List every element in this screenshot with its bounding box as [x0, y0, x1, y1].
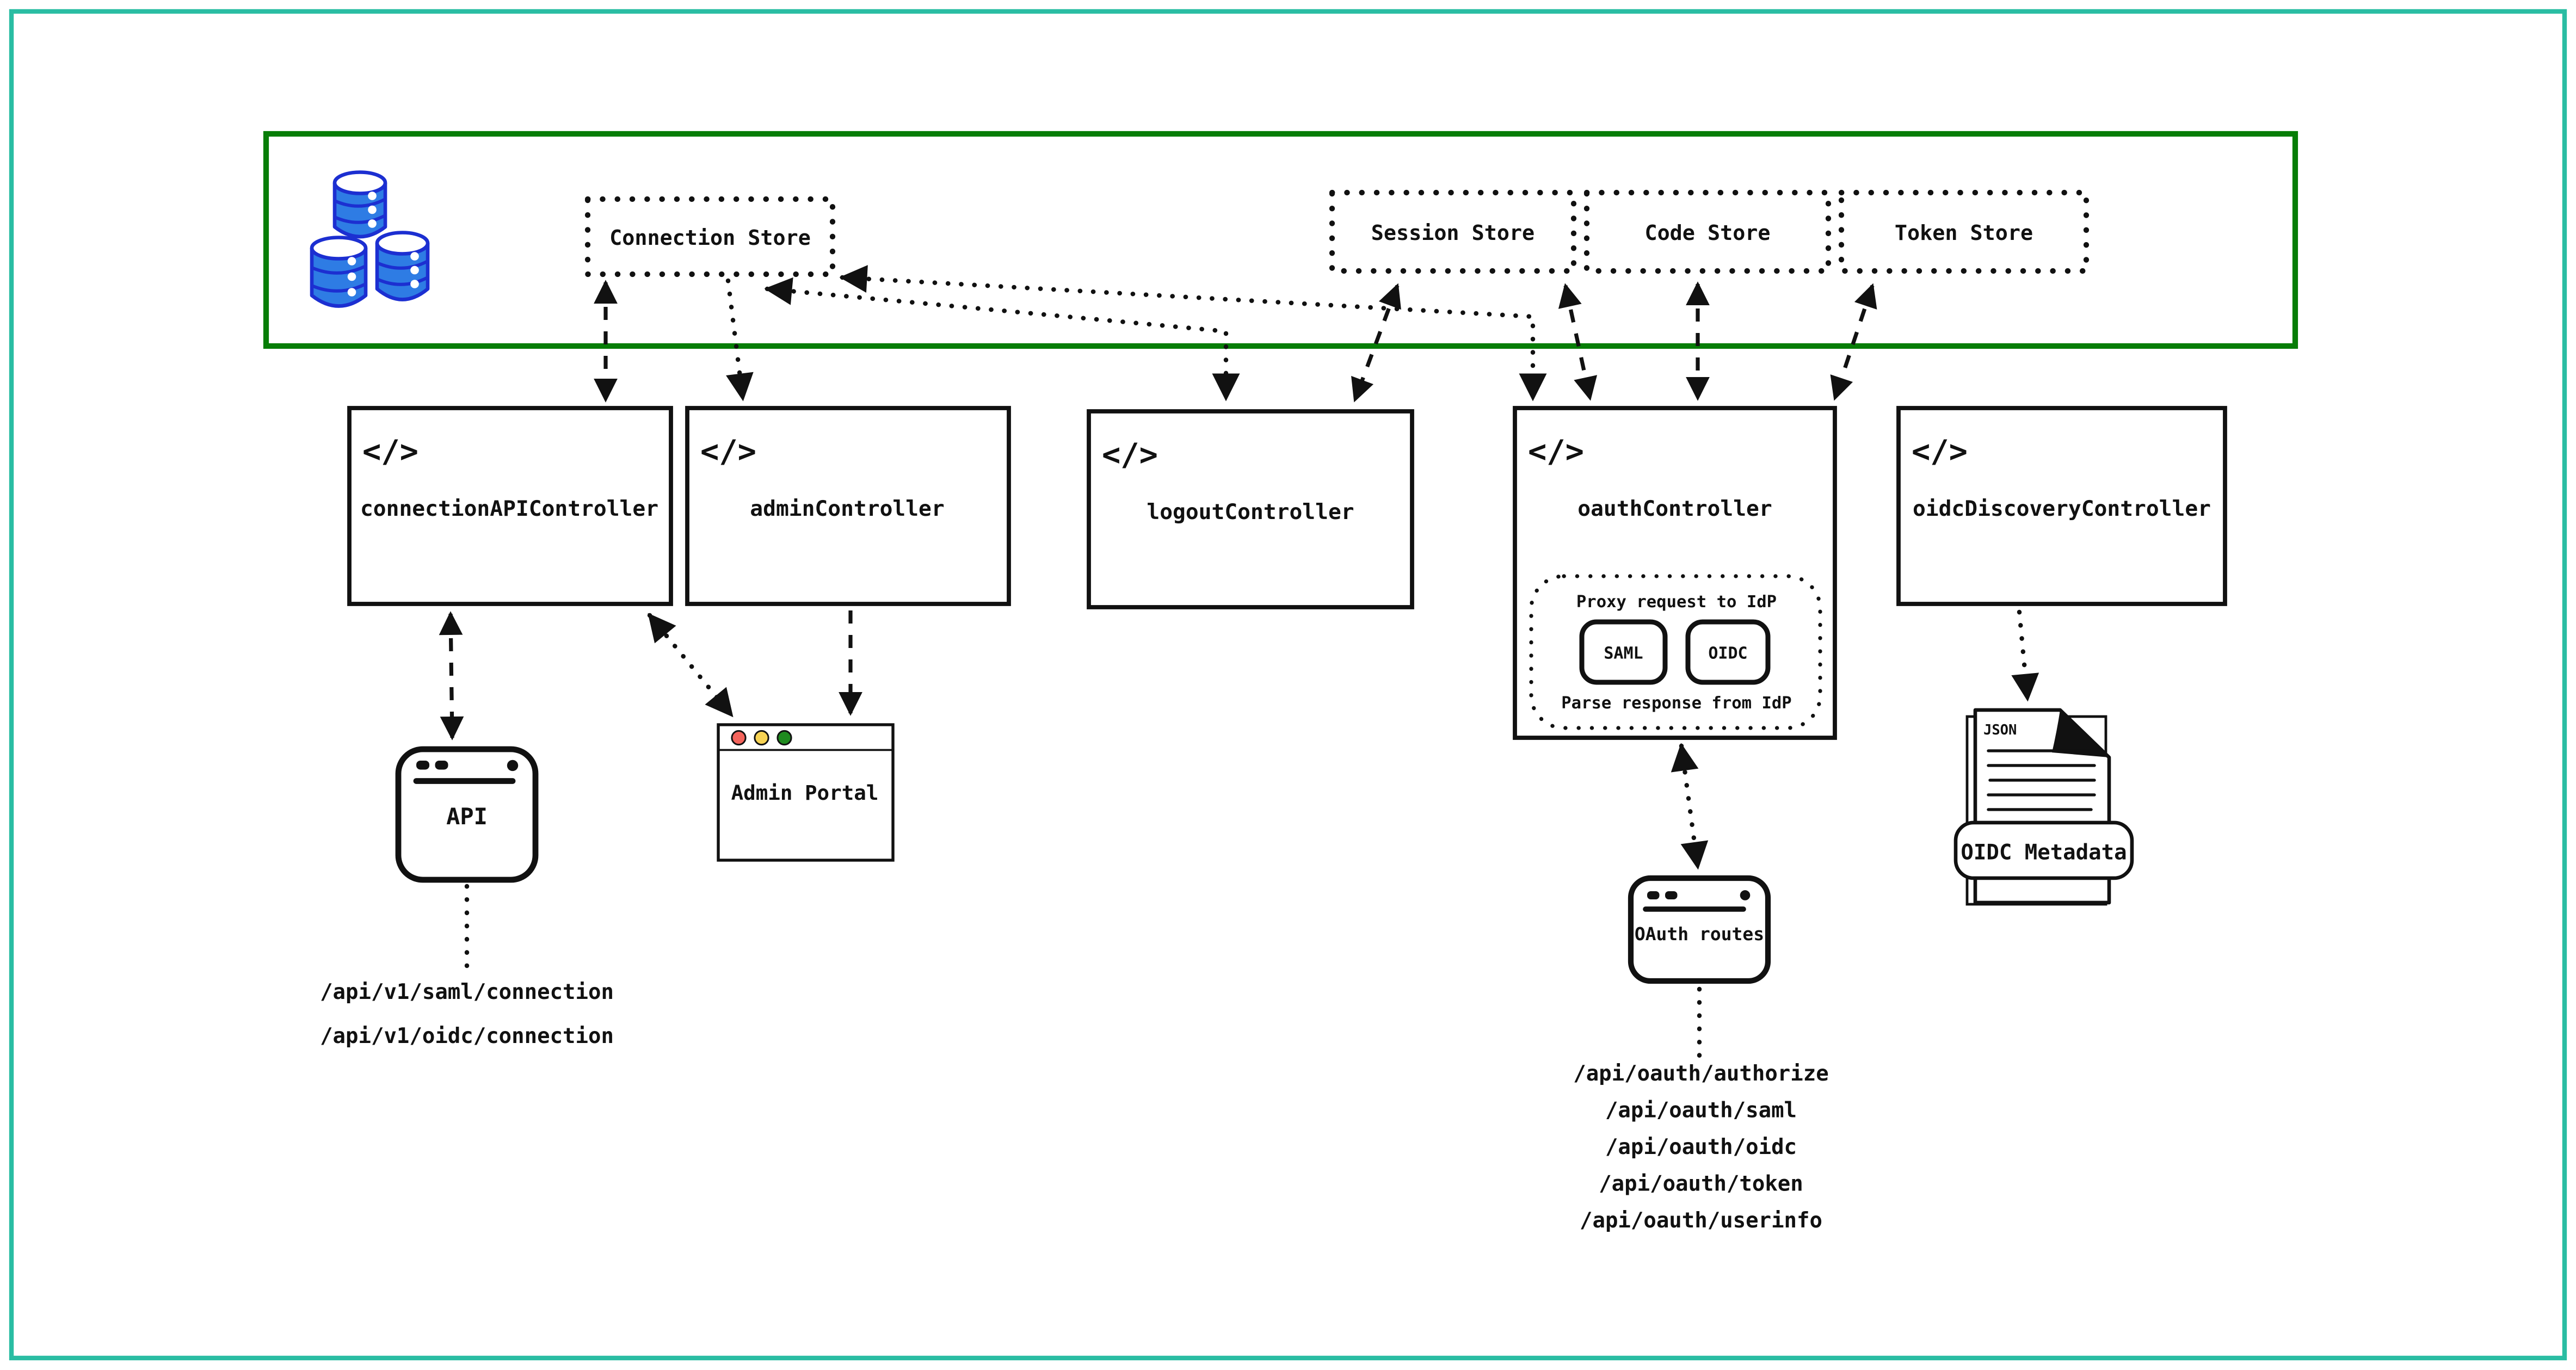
controller-oidc-discovery-label: oidcDiscoveryController	[1913, 496, 2211, 521]
api-window: API	[395, 746, 539, 883]
controller-logout: </> logoutController	[1087, 409, 1414, 609]
connector-connection-api-api-window	[439, 611, 464, 740]
store-code-label: Code Store	[1644, 221, 1770, 245]
controller-admin: </> adminController	[685, 406, 1011, 606]
controller-admin-label: adminController	[750, 496, 944, 521]
store-connection: Connection Store	[584, 196, 836, 277]
code-icon: </>	[1528, 434, 1584, 470]
traffic-light-yellow-icon	[754, 730, 769, 746]
window-dot-icon	[1647, 891, 1660, 899]
store-session: Session Store	[1329, 189, 1577, 274]
barrel-left	[310, 236, 368, 308]
code-icon: </>	[1912, 434, 1968, 470]
connectors	[439, 265, 2039, 1060]
folded-corner-icon	[2051, 709, 2109, 757]
oauth-endpoint: /api/oauth/userinfo	[1580, 1208, 1822, 1233]
oidc-label: OIDC	[1708, 644, 1747, 663]
store-token: Token Store	[1838, 189, 2090, 274]
oauth-routes-window: OAuth routes	[1628, 875, 1771, 984]
window-dot-icon	[1665, 891, 1678, 899]
connector-session-store-oauth	[1558, 283, 1598, 401]
window-dot-icon	[416, 760, 430, 770]
store-session-label: Session Store	[1371, 221, 1534, 245]
traffic-light-red-icon	[731, 730, 747, 746]
idp-proxy-box: Proxy request to IdP SAML OIDC Parse res…	[1529, 574, 1822, 730]
connector-connection-api-admin-portal	[647, 613, 734, 718]
store-connection-label: Connection Store	[609, 226, 811, 250]
oidc-metadata-document-icon: JSON OIDC Metadata	[1953, 708, 2134, 906]
barrel-top	[332, 170, 387, 239]
oauth-routes-label: OAuth routes	[1635, 923, 1764, 945]
saml-label: SAML	[1604, 644, 1643, 663]
api-endpoint: /api/v1/oidc/connection	[320, 1024, 614, 1048]
code-icon: </>	[362, 434, 418, 470]
window-dot-icon	[1740, 890, 1751, 900]
controller-oauth: </> oauthController Proxy request to IdP…	[1513, 406, 1837, 740]
connector-oidc-discovery-metadata	[2011, 609, 2039, 702]
admin-portal-label: Admin Portal	[731, 781, 879, 805]
oidc-metadata-banner	[1953, 820, 2134, 880]
api-endpoint: /api/v1/saml/connection	[320, 980, 614, 1004]
controller-oauth-label: oauthController	[1577, 496, 1772, 521]
oauth-endpoint: /api/oauth/authorize	[1573, 1062, 1828, 1086]
connector-token-store-oauth	[1830, 283, 1877, 401]
oauth-endpoint: /api/oauth/token	[1599, 1171, 1803, 1196]
barrel-right	[375, 231, 430, 301]
oidc-metadata-label: OIDC Metadata	[1961, 840, 2127, 865]
traffic-light-green-icon	[777, 730, 792, 746]
idp-proxy-bottom-label: Parse response from IdP	[1561, 694, 1791, 713]
oauth-endpoint: /api/oauth/oidc	[1605, 1135, 1797, 1159]
database-barrels-icon	[310, 170, 430, 308]
oidc-box	[1685, 619, 1771, 685]
window-dot-icon	[435, 760, 448, 770]
idp-proxy-top-label: Proxy request to IdP	[1576, 593, 1777, 612]
connector-connection-store-logout	[764, 277, 1240, 402]
admin-portal-window: Admin Portal	[717, 723, 895, 862]
code-icon: </>	[700, 434, 756, 470]
controller-connection-api-label: connectionAPIController	[360, 496, 658, 521]
controller-oidc-discovery: </> oidcDiscoveryController	[1896, 406, 2227, 606]
oauth-endpoint: /api/oauth/saml	[1605, 1098, 1797, 1122]
connector-session-store-logout	[1351, 283, 1401, 403]
controller-connection-api: </> connectionAPIController	[347, 406, 673, 606]
api-window-label: API	[446, 803, 488, 830]
code-icon: </>	[1102, 437, 1158, 473]
json-label: JSON	[1983, 722, 2017, 738]
store-token-label: Token Store	[1895, 221, 2033, 245]
controller-logout-label: logoutController	[1147, 499, 1354, 524]
saml-box	[1579, 619, 1668, 685]
window-dot-icon	[507, 760, 519, 772]
store-code: Code Store	[1583, 189, 1832, 274]
